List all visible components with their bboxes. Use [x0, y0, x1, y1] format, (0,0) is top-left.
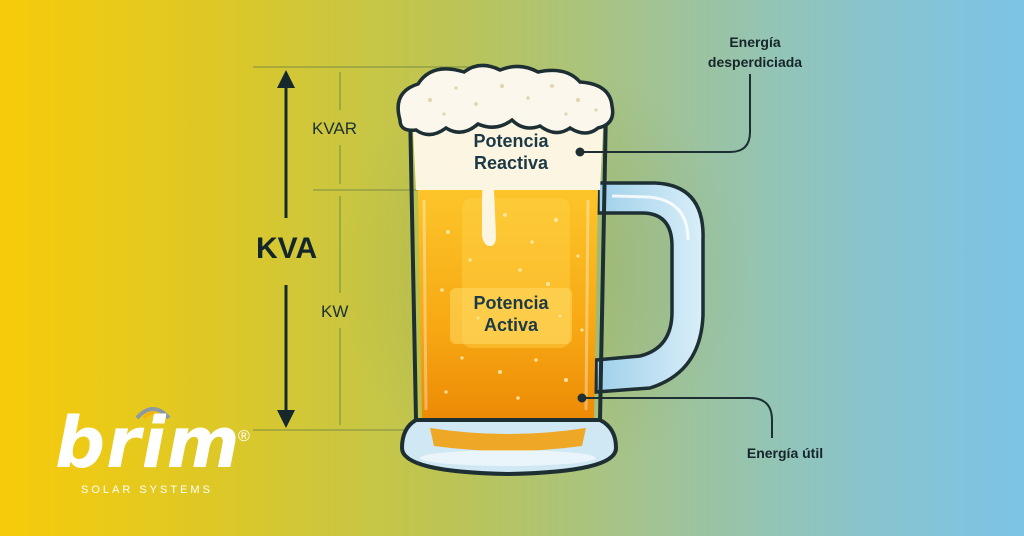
useful-energy-label: Energía útil [746, 445, 824, 461]
wasted-energy-line1: Energía [729, 34, 781, 50]
wasted-energy-label: Energía desperdiciada [660, 32, 850, 72]
active-power-line2: Activa [483, 315, 539, 335]
active-power-line1: Potencia [473, 293, 549, 313]
callout-dot-useful [577, 393, 587, 403]
reactive-power-line2: Reactiva [473, 153, 549, 173]
reactive-power-label: Potencia Reactiva [446, 130, 576, 174]
kvar-label: KVAR [312, 119, 358, 138]
mug-glass [396, 63, 619, 477]
logo-arc-icon [135, 407, 171, 420]
brim-logo: brim ® SOLAR SYSTEMS [55, 398, 255, 508]
callout-dot-wasted [575, 147, 585, 157]
reactive-power-line1: Potencia [473, 131, 549, 151]
logo-registered-mark: ® [238, 428, 250, 445]
callout-connectors [580, 74, 773, 438]
logo-tagline: SOLAR SYSTEMS [81, 484, 213, 496]
kva-label: KVA [256, 232, 318, 265]
mug-handle [594, 181, 705, 394]
double-arrow-icon [277, 70, 295, 428]
logo-wordmark: brim [55, 402, 241, 484]
active-power-label: Potencia Activa [446, 292, 576, 336]
wasted-energy-line2: desperdiciada [707, 54, 803, 70]
kw-label: KW [321, 302, 349, 321]
